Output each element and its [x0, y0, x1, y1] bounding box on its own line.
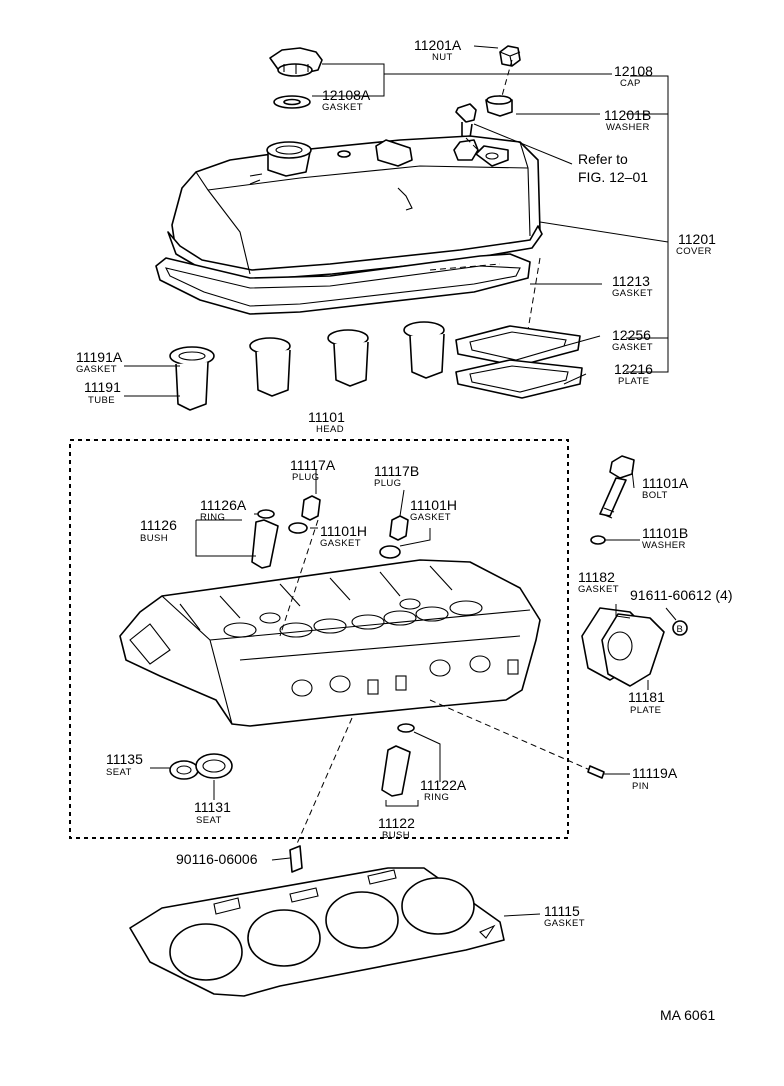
cap-gasket-ring — [273, 95, 311, 109]
head-small-parts — [251, 495, 409, 569]
callout-symbol: B — [677, 624, 684, 635]
label-12108-number: 12108 — [614, 63, 653, 79]
label-11117A-name: PLUG — [292, 472, 319, 483]
label-91611-number: 91611-60612 (4) — [630, 587, 732, 603]
label-11101-name: HEAD — [316, 424, 344, 435]
label-11135-name: SEAT — [106, 767, 132, 778]
label-11191A-number: 11191A — [76, 349, 123, 365]
label-11122-name: BUSH — [382, 830, 410, 841]
part-labels: 11201A NUT 12108 CAP 12108A GASKET 11201… — [76, 37, 732, 1023]
label-11213-number: 11213 — [612, 273, 650, 289]
label-11101H-b-name: GASKET — [410, 512, 451, 523]
label-11182-name: GASKET — [578, 584, 619, 595]
label-11122-number: 11122 — [378, 815, 415, 831]
label-11126-number: 11126 — [140, 517, 177, 533]
label-11101H-b-number: 11101H — [410, 497, 457, 513]
label-90116-number: 90116-06006 — [176, 851, 258, 867]
label-11191-number: 11191 — [84, 379, 121, 395]
label-11135-number: 11135 — [106, 751, 143, 767]
label-11201-name: COVER — [676, 246, 712, 257]
label-11101-number: 11101 — [308, 409, 345, 425]
label-11101H-a-number: 11101H — [320, 523, 367, 539]
label-12216-number: 12216 — [614, 361, 653, 377]
label-12108A-name: GASKET — [322, 102, 363, 113]
nut-part — [499, 45, 521, 67]
cover-gasket — [155, 253, 531, 315]
cylinder-head — [119, 559, 541, 727]
label-11115-number: 11115 — [544, 903, 580, 919]
label-11126-name: BUSH — [140, 533, 168, 544]
label-11201A-number: 11201A — [414, 37, 462, 53]
head-assembly-box — [69, 439, 569, 839]
washer-grommet — [485, 95, 513, 117]
oil-filler-cap — [269, 47, 323, 77]
label-11201A-name: NUT — [432, 52, 453, 63]
label-11201-number: 11201 — [678, 231, 716, 247]
lower-bush — [381, 723, 415, 797]
reference-line-2: FIG. 12–01 — [578, 169, 648, 185]
label-11191-name: TUBE — [88, 395, 115, 406]
label-11117B-number: 11117B — [374, 463, 419, 479]
label-11126A-name: RING — [200, 512, 225, 523]
water-outlet-plate: B — [581, 607, 688, 687]
reference-line-1: Refer to — [578, 151, 628, 167]
label-11101H-a-name: GASKET — [320, 538, 361, 549]
head-gasket — [129, 867, 505, 997]
label-11126A-number: 11126A — [200, 497, 247, 513]
label-11182-number: 11182 — [578, 569, 615, 585]
label-11131-number: 11131 — [194, 799, 231, 815]
valve-seats — [169, 753, 233, 780]
label-11101B-number: 11101B — [642, 525, 688, 541]
label-11191A-name: GASKET — [76, 364, 117, 375]
label-11117B-name: PLUG — [374, 478, 401, 489]
head-bolt — [590, 455, 635, 545]
label-11101A-number: 11101A — [642, 475, 689, 491]
stud-bolt — [289, 845, 303, 873]
label-11201B-name: WASHER — [606, 122, 650, 133]
valve-cover — [167, 135, 543, 281]
label-12256-name: GASKET — [612, 342, 653, 353]
label-11122A-number: 11122A — [420, 777, 467, 793]
label-11101A-name: BOLT — [642, 490, 668, 501]
label-12256-number: 12256 — [612, 327, 651, 343]
cover-bolt — [455, 103, 477, 139]
drawing-code: MA 6061 — [660, 1007, 715, 1023]
label-11201B-number: 11201B — [604, 107, 651, 123]
label-12108A-number: 12108A — [322, 87, 371, 103]
side-plate — [455, 359, 583, 399]
label-11119A-name: PIN — [632, 781, 649, 792]
dowel-pin — [587, 765, 605, 779]
spark-plug-tubes — [169, 321, 445, 411]
label-11119A-number: 11119A — [632, 765, 678, 781]
label-11181-name: PLATE — [630, 705, 661, 716]
label-12216-name: PLATE — [618, 376, 649, 387]
side-gasket — [455, 325, 581, 367]
label-11122A-name: RING — [424, 792, 449, 803]
label-11213-name: GASKET — [612, 288, 653, 299]
label-12108-name: CAP — [620, 78, 641, 89]
label-11115-name: GASKET — [544, 918, 585, 929]
leader-lines — [124, 45, 677, 917]
label-11131-name: SEAT — [196, 815, 222, 826]
label-11101B-name: WASHER — [642, 540, 686, 551]
label-11117A-number: 11117A — [290, 457, 336, 473]
label-11181-number: 11181 — [628, 689, 665, 705]
